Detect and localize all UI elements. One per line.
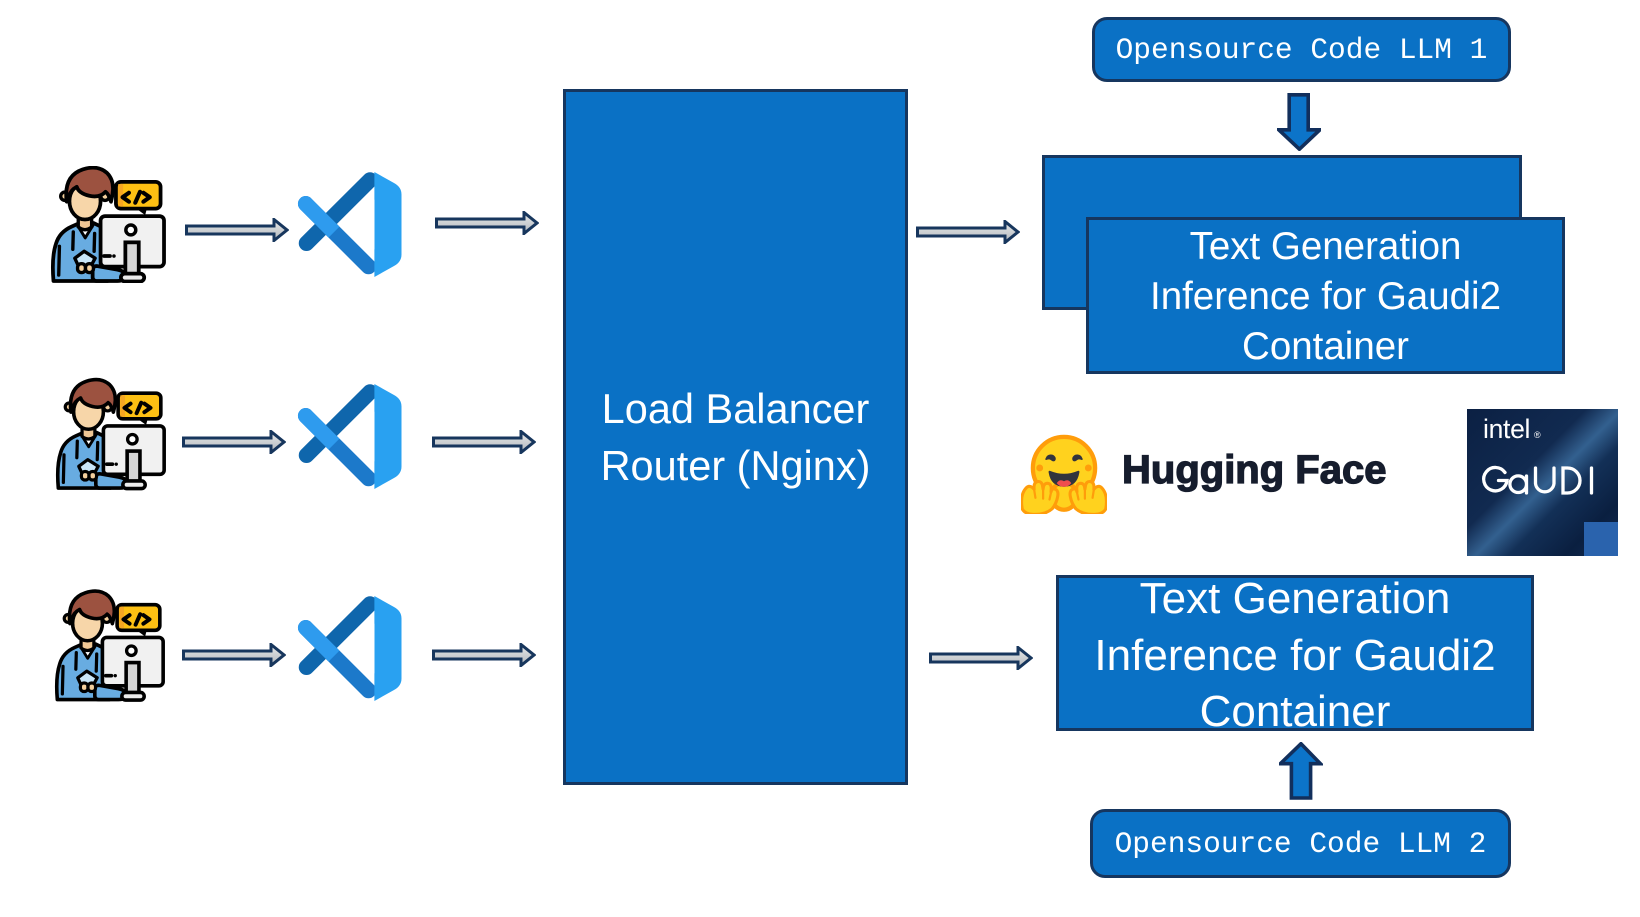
svg-text:®: ® [1534,430,1541,440]
svg-text:intel: intel [1483,414,1530,444]
